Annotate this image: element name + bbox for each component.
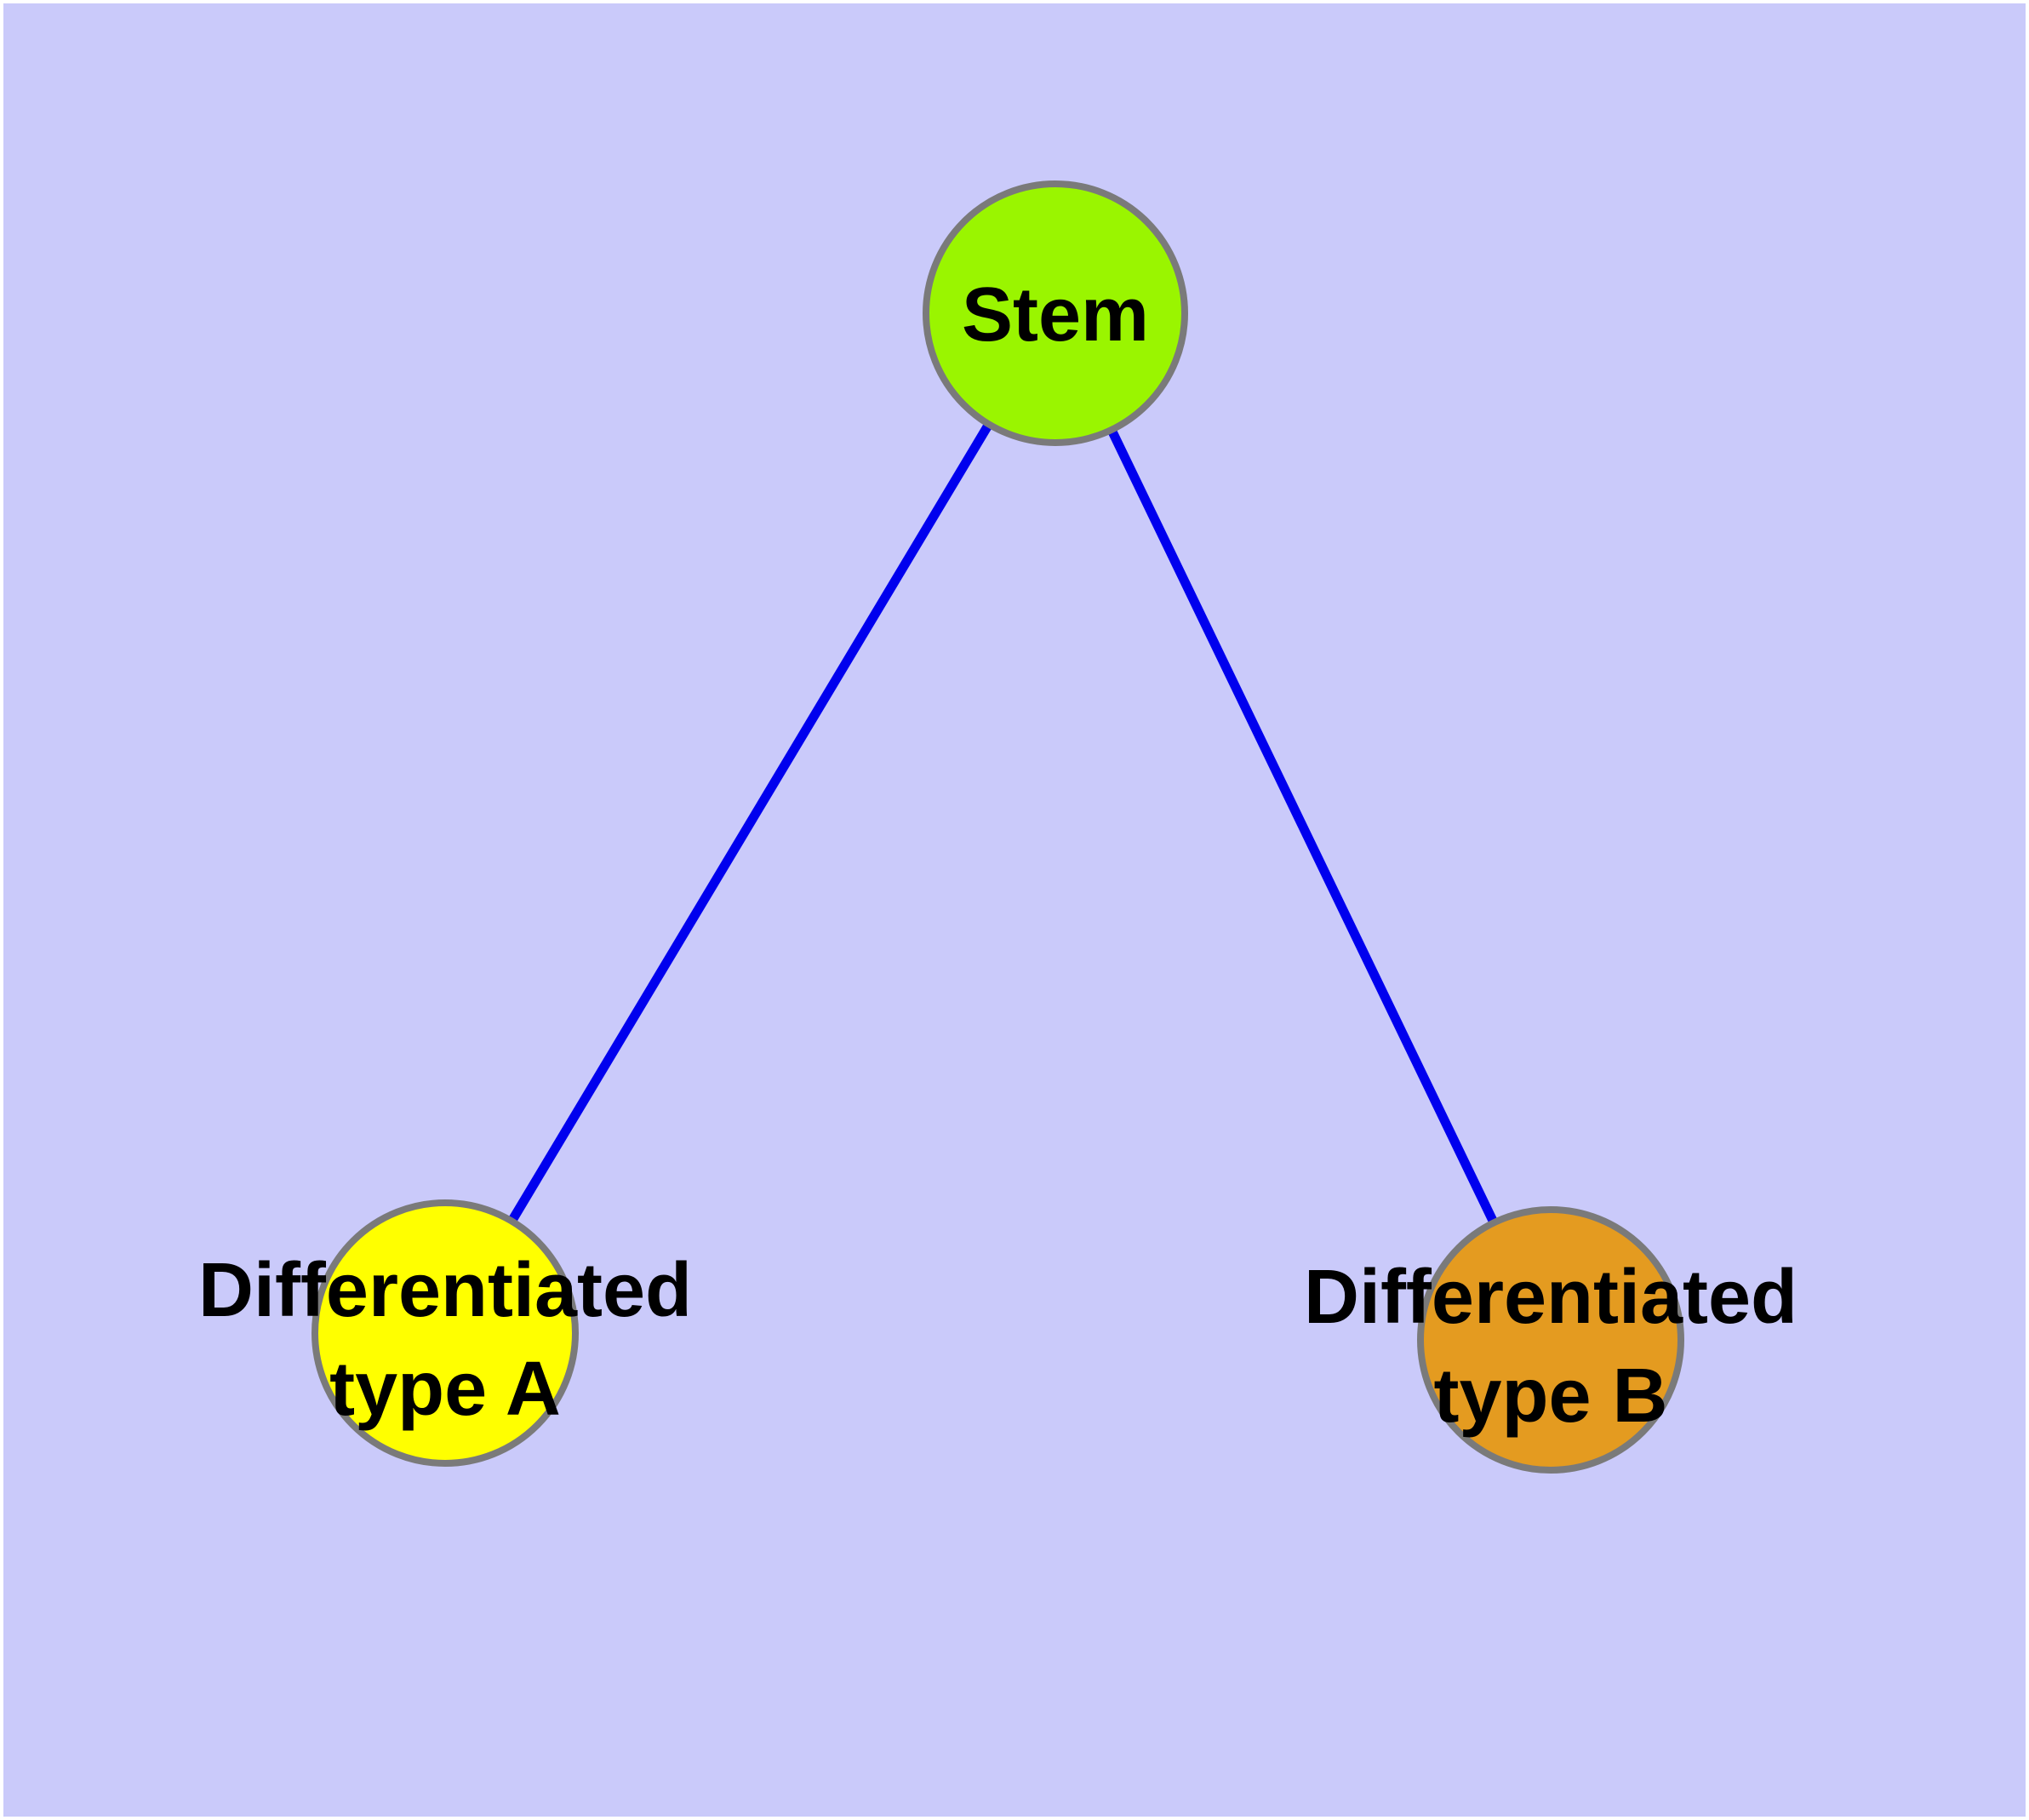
node-stem-label: Stem	[962, 272, 1149, 358]
edge-stem-to-differentiated-type-b	[1107, 427, 1498, 1225]
node-stem	[923, 180, 1188, 446]
node-differentiated-type-b	[1417, 1206, 1684, 1474]
node-differentiated-type-a	[311, 1199, 579, 1467]
node-differentiated-type-b-label-line1: Differentiated	[1304, 1255, 1798, 1340]
node-differentiated-type-a-label-line2: type A	[329, 1347, 561, 1432]
edge-stem-to-differentiated-type-a	[507, 421, 993, 1224]
node-differentiated-type-b-label-line2: type B	[1433, 1354, 1667, 1439]
node-differentiated-type-a-label-line1: Differentiated	[198, 1248, 692, 1333]
